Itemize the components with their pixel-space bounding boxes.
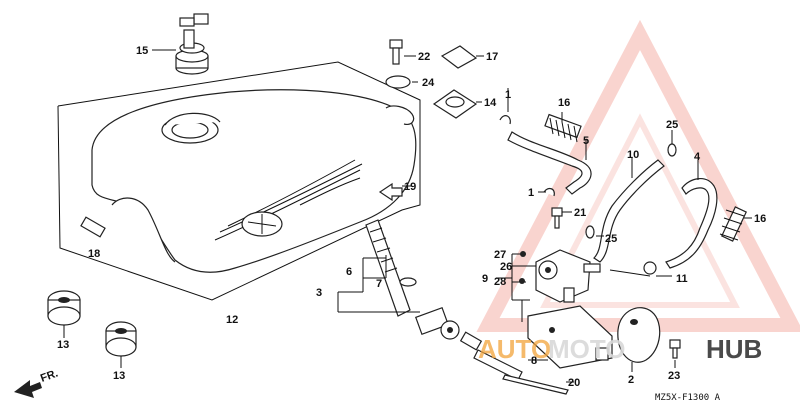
watermark-text-auto: AUTO [478, 334, 551, 364]
setting-rubber-14 [432, 89, 478, 119]
label-21: 21 [574, 207, 586, 219]
valve-stay [527, 305, 613, 369]
label-20: 20 [568, 377, 580, 389]
fuel-tube-5 [507, 131, 592, 195]
label-15: 15 [136, 45, 148, 57]
tank-frame [57, 61, 421, 301]
label-6: 6 [346, 266, 352, 278]
rubber-mount-right [105, 321, 137, 357]
label-18: 18 [88, 248, 100, 260]
fuel-valve-9 [535, 249, 601, 303]
label-16-top: 16 [558, 97, 570, 109]
clip-11 [643, 261, 657, 275]
fuel-cap [175, 13, 209, 75]
label-13-right: 13 [113, 370, 125, 382]
label-22: 22 [418, 51, 430, 63]
label-10: 10 [627, 149, 639, 161]
tube-4 [665, 178, 718, 269]
diagram-code: MZ5X-F1300 A [655, 393, 721, 403]
rubber-cushion [80, 216, 106, 238]
label-5: 5 [583, 135, 589, 147]
tube-10 [593, 159, 665, 263]
label-26: 26 [500, 261, 512, 273]
label-11: 11 [676, 273, 688, 285]
cover-2 [617, 307, 661, 363]
spring-16-top [544, 113, 582, 143]
rubber-24 [385, 75, 411, 89]
watermark-text-hub: HUB [706, 334, 762, 364]
label-17: 17 [486, 51, 498, 63]
label-7: 7 [376, 278, 382, 290]
fuel-cock-assembly [365, 219, 460, 340]
label-16-right: 16 [754, 213, 766, 225]
label-25-left: 25 [605, 233, 617, 245]
front-label: FR. [39, 367, 60, 384]
bolt-20 [502, 374, 569, 395]
fuel-tank [91, 89, 417, 273]
label-9: 9 [482, 273, 488, 285]
screw-23 [669, 339, 681, 359]
clip-1-mid [543, 187, 555, 197]
label-13-left: 13 [57, 339, 69, 351]
label-14: 14 [484, 97, 497, 109]
label-1-top: 1 [505, 89, 511, 101]
screw-27 [520, 251, 526, 257]
label-23: 23 [668, 370, 680, 382]
label-19: 19 [404, 181, 416, 193]
label-28: 28 [494, 276, 506, 288]
label-3: 3 [316, 287, 322, 299]
arrow-19 [378, 182, 403, 202]
watermark-text-moto: MOTO [548, 334, 626, 364]
front-arrow-icon [14, 380, 42, 398]
clip-1-top [499, 115, 511, 125]
label-12: 12 [226, 314, 238, 326]
screw-28 [519, 278, 525, 284]
label-4: 4 [694, 151, 701, 163]
plate-17 [440, 45, 478, 69]
spring-16-right [719, 206, 747, 242]
label-8: 8 [531, 355, 537, 367]
label-1-mid: 1 [528, 187, 534, 199]
label-25-top: 25 [666, 119, 678, 131]
rubber-mount-left [47, 290, 81, 326]
label-27: 27 [494, 249, 506, 261]
bolt-22 [389, 39, 403, 65]
label-24: 24 [422, 77, 435, 89]
label-2: 2 [628, 374, 634, 386]
clip-25-left [585, 225, 595, 239]
clip-25-top [667, 143, 677, 157]
bolt-21 [551, 207, 563, 229]
